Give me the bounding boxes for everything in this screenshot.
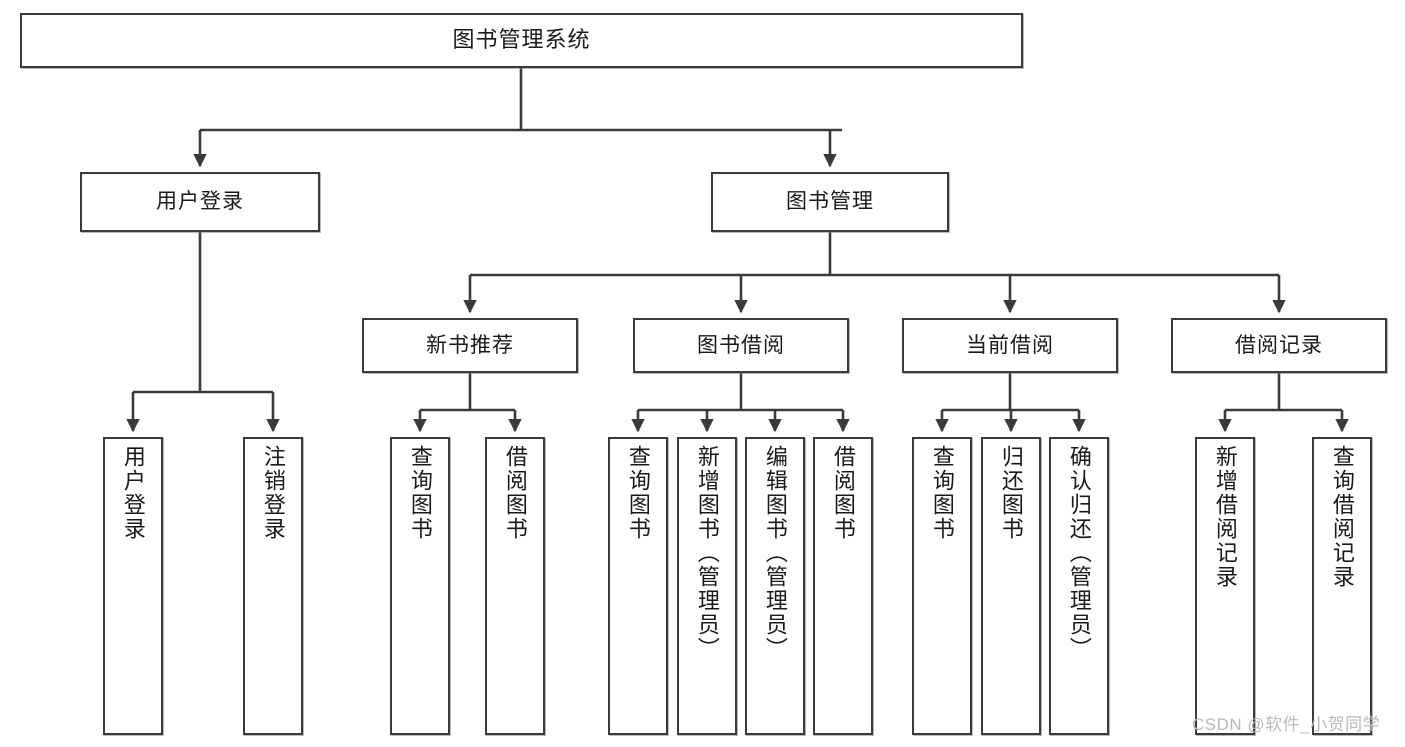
leaf-query-book-current[interactable]: 查询图书 — [912, 437, 972, 735]
node-label: 编辑图书（管理员） — [762, 445, 788, 661]
node-user-login[interactable]: 用户登录 — [80, 172, 320, 232]
edge-group-record — [1218, 373, 1349, 433]
leaf-logout[interactable]: 注销登录 — [243, 437, 303, 735]
node-label: 新增图书（管理员） — [694, 445, 720, 661]
leaf-query-borrow-record[interactable]: 查询借阅记录 — [1312, 437, 1372, 735]
node-label: 查询图书 — [407, 445, 433, 541]
node-label: 归还图书 — [998, 445, 1024, 541]
leaf-query-book-borrow[interactable]: 查询图书 — [608, 437, 668, 735]
edge-group-user-login — [126, 232, 280, 433]
leaf-borrow-book-recommend[interactable]: 借阅图书 — [485, 437, 545, 735]
leaf-edit-book-admin[interactable]: 编辑图书（管理员） — [745, 437, 805, 735]
node-label: 注销登录 — [260, 445, 286, 541]
node-label: 查询图书 — [929, 445, 955, 541]
node-label: 新书推荐 — [426, 333, 514, 357]
node-new-book-recommend[interactable]: 新书推荐 — [362, 318, 578, 373]
node-root-system[interactable]: 图书管理系统 — [20, 13, 1023, 68]
node-label: 用户登录 — [156, 190, 244, 214]
node-label: 借阅图书 — [502, 445, 528, 541]
edge-group-current — [935, 373, 1086, 433]
node-label: 新增借阅记录 — [1212, 445, 1238, 589]
node-label: 查询借阅记录 — [1329, 445, 1355, 589]
node-label: 借阅图书 — [830, 445, 856, 541]
leaf-user-login[interactable]: 用户登录 — [103, 437, 163, 735]
edge-group-borrow — [631, 373, 850, 433]
node-label: 查询图书 — [625, 445, 651, 541]
node-book-management[interactable]: 图书管理 — [711, 172, 949, 232]
node-label: 图书管理 — [786, 190, 874, 214]
node-label: 用户登录 — [120, 445, 146, 541]
edge-group-new-book — [413, 373, 522, 433]
leaf-add-book-admin[interactable]: 新增图书（管理员） — [677, 437, 737, 735]
leaf-confirm-return-admin[interactable]: 确认归还（管理员） — [1049, 437, 1109, 735]
leaf-return-book[interactable]: 归还图书 — [981, 437, 1041, 735]
leaf-lend-book[interactable]: 借阅图书 — [813, 437, 873, 735]
edge-group-root — [193, 68, 842, 168]
leaf-add-borrow-record[interactable]: 新增借阅记录 — [1195, 437, 1255, 735]
leaf-query-book-recommend[interactable]: 查询图书 — [390, 437, 450, 735]
edge-group-book-manage — [463, 232, 1286, 314]
node-borrow-record[interactable]: 借阅记录 — [1171, 318, 1387, 373]
node-book-borrow[interactable]: 图书借阅 — [633, 318, 849, 373]
node-label: 图书管理系统 — [452, 27, 591, 53]
node-label: 确认归还（管理员） — [1066, 445, 1092, 661]
node-current-borrow[interactable]: 当前借阅 — [902, 318, 1118, 373]
node-label: 当前借阅 — [966, 333, 1054, 357]
node-label: 图书借阅 — [697, 333, 785, 357]
node-label: 借阅记录 — [1235, 333, 1323, 357]
csdn-watermark: CSDN @软件_小贺同学 — [1192, 715, 1381, 734]
